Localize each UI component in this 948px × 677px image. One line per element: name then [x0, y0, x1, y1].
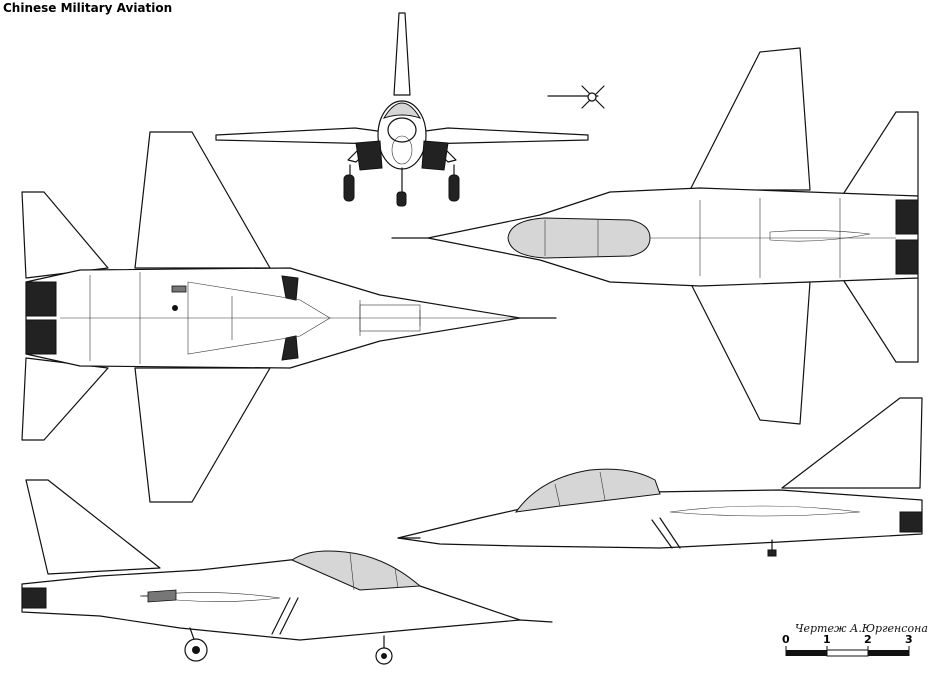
plan-view-upper [391, 47, 919, 425]
drawing-credit: Чертеж А.Юргенсона [795, 622, 928, 635]
scale-bar: 0 1 2 3 [782, 633, 913, 657]
scale-tick-label: 1 [823, 633, 831, 646]
scale-tick-label: 3 [905, 633, 913, 646]
side-view-left [21, 479, 553, 665]
front-view [215, 12, 589, 207]
scale-tick-label: 0 [782, 633, 790, 646]
plan-view-lower [21, 131, 557, 503]
scale-tick-label: 2 [864, 633, 872, 646]
rear-silhouette [547, 85, 605, 109]
page-title: Chinese Military Aviation [3, 1, 173, 15]
side-view-right [397, 397, 923, 557]
